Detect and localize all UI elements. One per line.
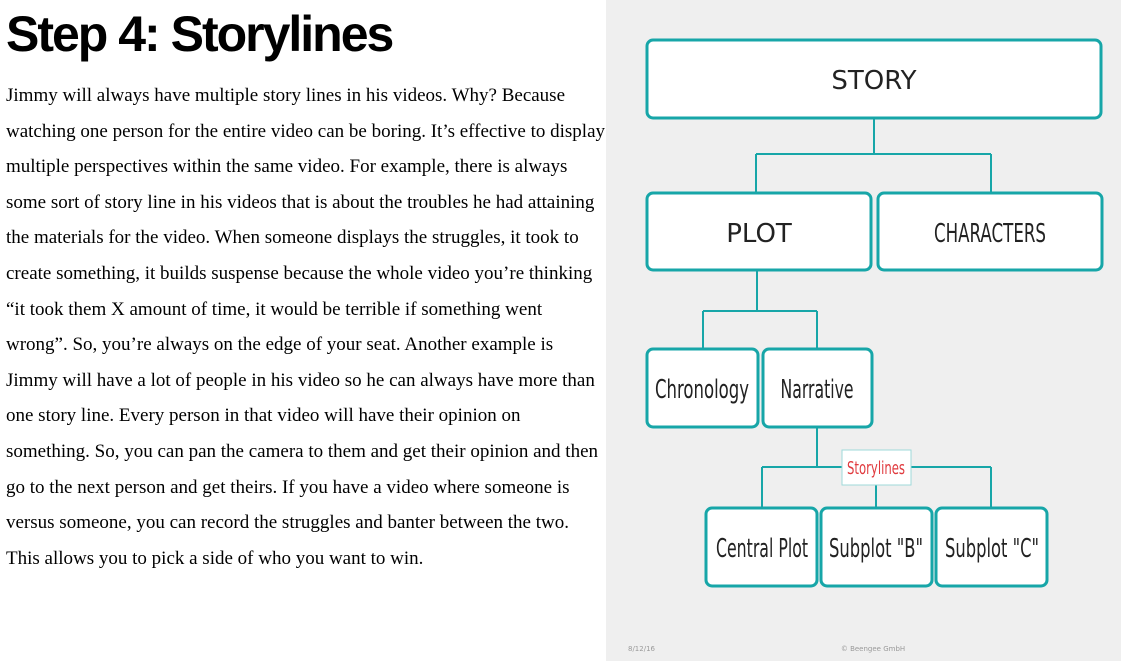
connector-plot-children xyxy=(702,270,818,349)
storylines-tag xyxy=(841,449,912,486)
subplot-c-box xyxy=(934,506,1049,588)
subplot-b-box xyxy=(819,506,934,588)
chronology-box xyxy=(645,347,760,429)
connector-story-children xyxy=(755,118,992,193)
subplot-c-label: Subplot "C" xyxy=(945,534,1039,564)
diagram-panel: STORY PLOT CHARACTERS Chronology Narrati… xyxy=(606,0,1121,661)
footer-date: 8/12/16 xyxy=(628,645,656,653)
body-paragraph: Jimmy will always have multiple story li… xyxy=(6,85,606,569)
narrative-box xyxy=(761,347,874,429)
narrative-label: Narrative xyxy=(781,375,854,405)
central-plot-label: Central Plot xyxy=(716,534,808,564)
characters-box xyxy=(876,191,1104,272)
plot-box xyxy=(645,191,873,272)
story-box xyxy=(645,38,1103,120)
chronology-label: Chronology xyxy=(655,375,749,405)
text-column: Step 4: Storylines Jimmy will always hav… xyxy=(6,6,606,569)
characters-label: CHARACTERS xyxy=(934,219,1046,249)
plot-label: PLOT xyxy=(726,219,792,249)
storylines-label: Storylines xyxy=(847,458,905,479)
page-title: Step 4: Storylines xyxy=(6,6,394,62)
story-label: STORY xyxy=(831,66,916,96)
subplot-b-label: Subplot "B" xyxy=(829,534,923,564)
footer-credit: © Beengee GmbH xyxy=(841,645,905,653)
story-diagram: STORY PLOT CHARACTERS Chronology Narrati… xyxy=(628,38,1104,653)
central-plot-box xyxy=(704,506,819,588)
